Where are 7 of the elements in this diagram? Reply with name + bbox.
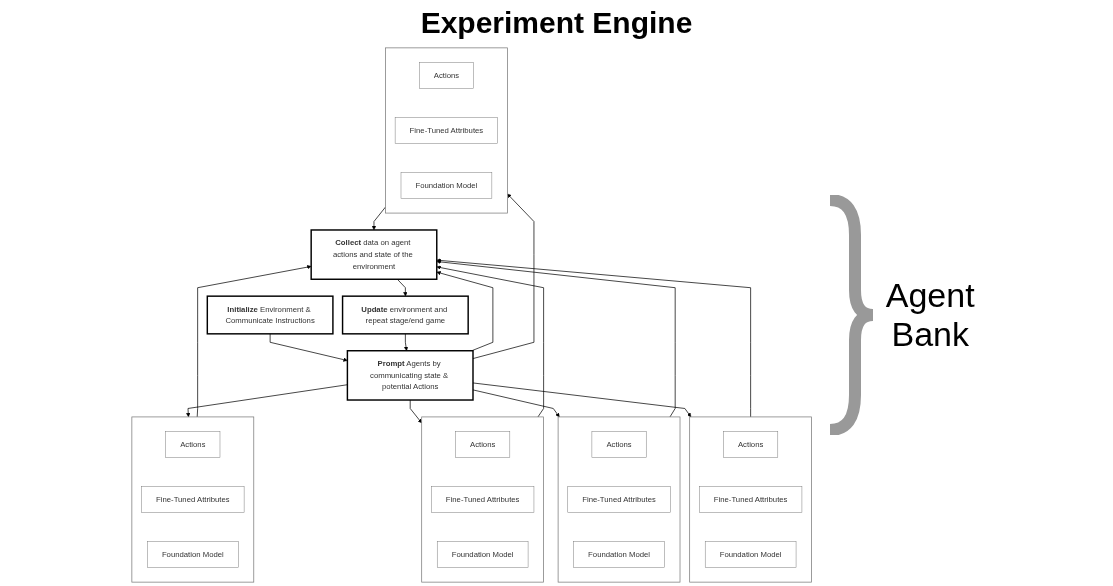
- cluster: [557, 416, 681, 583]
- cluster: [131, 416, 254, 583]
- group-label: Agent Bank: [884, 276, 976, 354]
- cluster: [384, 47, 508, 214]
- diagram-title: Experiment Engine: [420, 6, 693, 40]
- cluster: [421, 416, 544, 583]
- cluster: [689, 416, 812, 583]
